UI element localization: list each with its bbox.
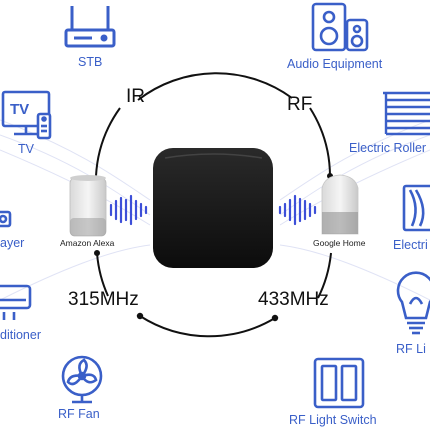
protocol-315mhz-label: 315MHz — [68, 289, 139, 310]
device-label-electric: Electri — [393, 238, 428, 252]
device-label-audio: Audio Equipment — [287, 57, 383, 71]
audio-equipment-icon — [311, 2, 369, 52]
electric-roller-icon — [383, 91, 430, 136]
device-label-conditioner: ditioner — [0, 328, 41, 342]
protocol-rf-label: RF — [287, 94, 313, 115]
device-label-rf-light: RF Li — [396, 342, 426, 356]
stb-icon — [64, 6, 116, 48]
device-label-rf-fan: RF Fan — [58, 407, 100, 421]
device-label-tv: TV — [18, 142, 34, 156]
device-label-player: ayer — [0, 236, 25, 250]
sound-wave-left — [109, 194, 148, 226]
google-home-speaker — [321, 174, 359, 235]
tv-icon-glyph: TV — [10, 101, 29, 118]
player-icon — [0, 210, 12, 228]
protocol-433mhz-label: 433MHz — [258, 289, 329, 310]
ring-dots — [94, 173, 333, 322]
sound-wave-right — [278, 194, 317, 226]
amazon-alexa-label: Amazon Alexa — [60, 238, 115, 248]
tv-icon — [1, 90, 52, 140]
electric-curtain-icon — [402, 184, 430, 232]
hub-device — [153, 148, 273, 268]
device-label-stb: STB — [78, 55, 103, 69]
google-home-label: Google Home — [313, 238, 366, 248]
air-conditioner-icon — [0, 284, 32, 320]
device-label-rf-switch: RF Light Switch — [289, 413, 377, 427]
protocol-ir-label: IR — [126, 86, 145, 107]
rf-fan-icon — [61, 355, 103, 404]
amazon-alexa-speaker — [69, 175, 107, 237]
rf-light-switch-icon — [313, 357, 365, 409]
device-label-roller: Electric Roller — [349, 141, 427, 155]
rf-light-icon — [396, 271, 430, 335]
